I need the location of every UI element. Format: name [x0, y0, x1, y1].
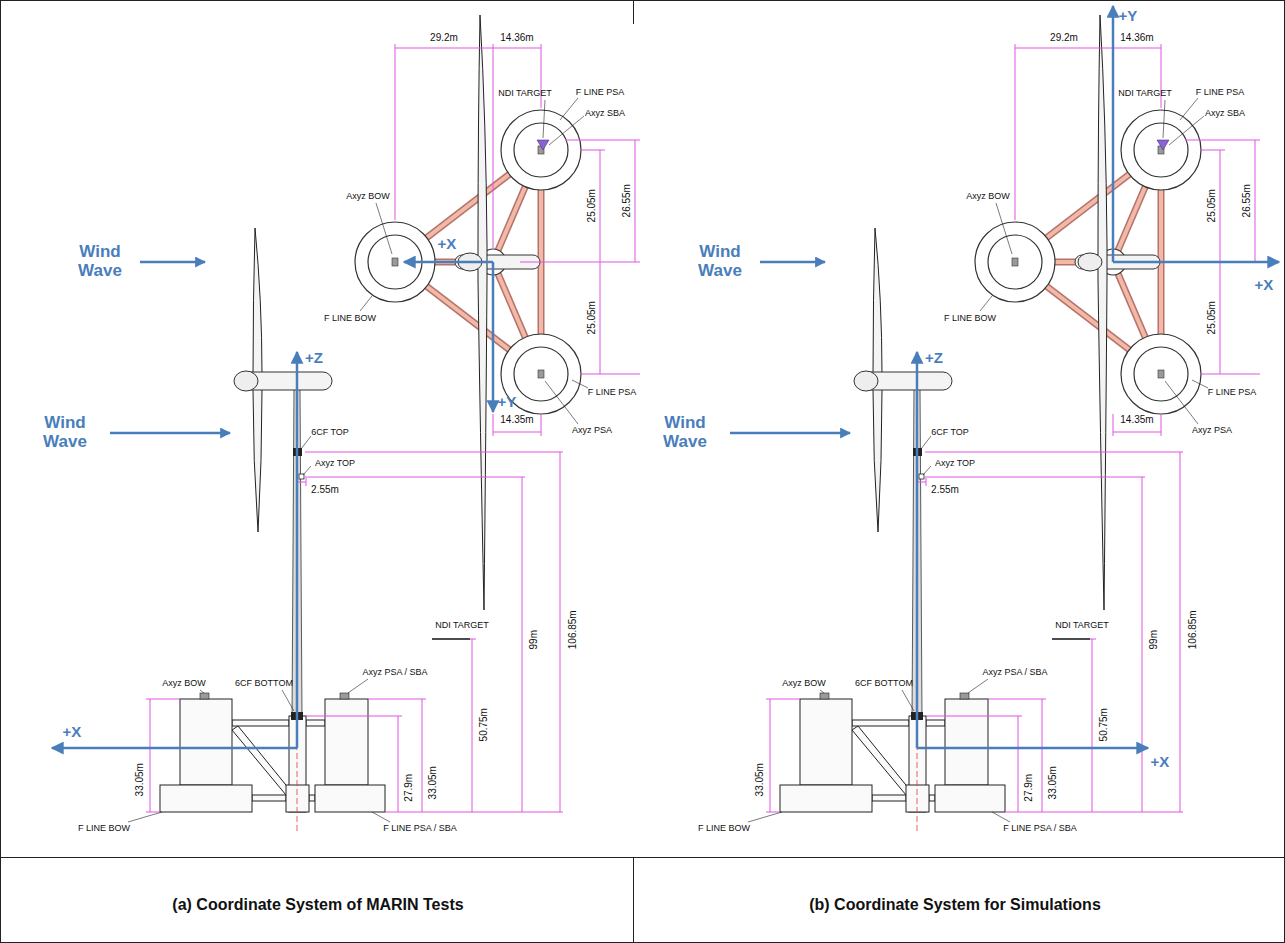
sensor-label: F LINE PSA / SBA: [1003, 823, 1077, 833]
sensor-label: F LINE BOW: [698, 823, 750, 833]
sensor-label: F LINE PSA: [588, 387, 637, 397]
axis-label: +X: [438, 235, 457, 252]
load-direction-label: Wind Wave: [73, 243, 127, 280]
sensor-label: F LINE BOW: [944, 313, 996, 323]
axis-label: +Z: [925, 349, 943, 366]
sensor-label: NDI TARGET: [1055, 620, 1109, 630]
caption: (b) Coordinate System for Simulations: [809, 896, 1101, 914]
sensor-label: F LINE BOW: [324, 313, 376, 323]
sensor-label: F LINE PSA: [1196, 87, 1245, 97]
sensor-label: Axyz TOP: [935, 458, 975, 468]
dimension-label: 33.05m: [427, 765, 439, 800]
axis-label: +X: [63, 723, 82, 740]
sensor-label: Axyz SBA: [1205, 108, 1245, 118]
sensor-label: Axyz BOW: [346, 191, 390, 201]
load-direction-label: Wind Wave: [38, 414, 92, 451]
dimension-label: 2.55m: [930, 484, 960, 496]
dimension-label: 106.85m: [1186, 610, 1198, 651]
axis-label: +Y: [498, 393, 517, 410]
dimension-label: 26.55m: [621, 183, 633, 218]
load-direction-label: Wind Wave: [693, 243, 747, 280]
dimension-label: 106.85m: [566, 610, 578, 651]
sensor-label: NDI TARGET: [1118, 88, 1172, 98]
dimension-label: 33.05m: [754, 762, 766, 797]
dimension-label: 25.05m: [1206, 188, 1218, 223]
sensor-label: 6CF BOTTOM: [235, 678, 293, 688]
caption: (a) Coordinate System of MARIN Tests: [172, 896, 463, 914]
sensor-label: Axyz PSA: [1192, 425, 1232, 435]
sensor-label: F LINE PSA / SBA: [383, 823, 457, 833]
sensor-label: Axyz SBA: [585, 108, 625, 118]
dimension-label: 25.05m: [586, 188, 598, 223]
dimension-label: 33.05m: [134, 762, 146, 797]
dimension-label: 99m: [528, 629, 540, 650]
sensor-label: 6CF TOP: [311, 427, 349, 437]
sensor-label: NDI TARGET: [435, 620, 489, 630]
sensor-label: Axyz BOW: [162, 678, 206, 688]
dimension-label: 2.55m: [310, 484, 340, 496]
sensor-label: Axyz TOP: [315, 458, 355, 468]
coordinate-axes: [52, 6, 1279, 748]
sensor-label: Axyz PSA: [572, 425, 612, 435]
dimension-label: 14.36m: [1119, 32, 1154, 44]
dimension-label: 50.75m: [478, 707, 490, 742]
sensor-label: Axyz PSA / SBA: [982, 667, 1047, 677]
sensor-label: F LINE BOW: [78, 823, 130, 833]
dimension-label: 14.35m: [1119, 414, 1154, 426]
axis-label: +Y: [1119, 7, 1138, 24]
dimension-label: 14.35m: [499, 414, 534, 426]
sensor-label: Axyz BOW: [966, 191, 1010, 201]
sensor-label: 6CF BOTTOM: [855, 678, 913, 688]
sensor-label: F LINE PSA: [576, 87, 625, 97]
dimension-label: 33.05m: [1047, 765, 1059, 800]
sensor-label: NDI TARGET: [498, 88, 552, 98]
dimension-label: 25.05m: [586, 300, 598, 335]
axis-label: +X: [1151, 753, 1170, 770]
dimension-label: 27.9m: [1023, 773, 1035, 803]
dimension-label: 25.05m: [1206, 300, 1218, 335]
sensor-label: Axyz BOW: [782, 678, 826, 688]
dimension-label: 29.2m: [1049, 32, 1079, 44]
dimension-label: 29.2m: [429, 32, 459, 44]
load-direction-label: Wind Wave: [658, 414, 712, 451]
dimension-label: 99m: [1148, 629, 1160, 650]
axis-label: +Z: [305, 349, 323, 366]
dimension-label: 14.36m: [499, 32, 534, 44]
sensor-label: Axyz PSA / SBA: [362, 667, 427, 677]
axis-label: +X: [1255, 276, 1274, 293]
dimension-label: 26.55m: [1241, 183, 1253, 218]
sensor-label: F LINE PSA: [1208, 387, 1257, 397]
sensor-label: 6CF TOP: [931, 427, 969, 437]
dimension-label: 50.75m: [1098, 707, 1110, 742]
dimension-label: 27.9m: [403, 773, 415, 803]
